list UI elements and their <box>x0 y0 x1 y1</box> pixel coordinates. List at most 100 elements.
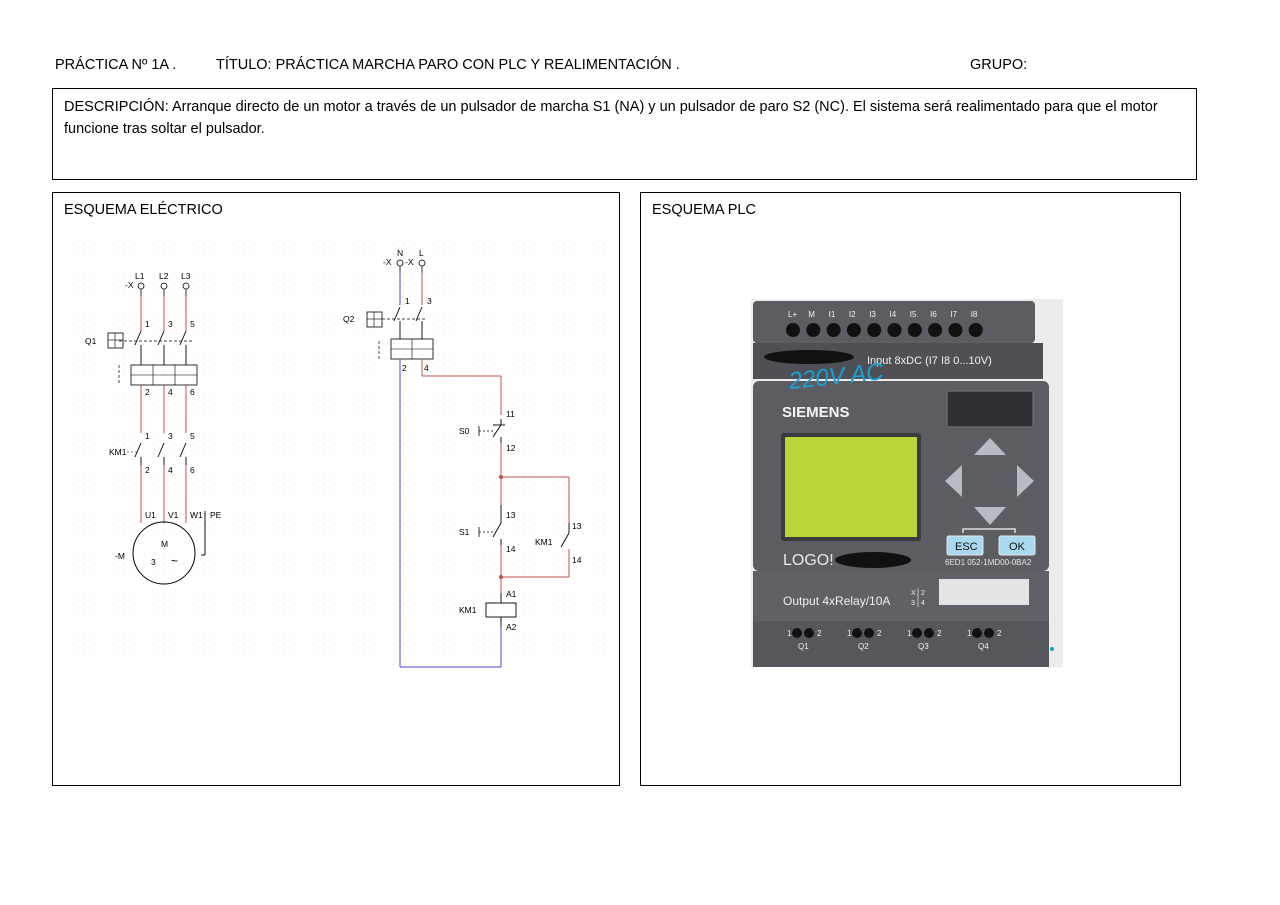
output-fraction-3: 3 <box>911 600 915 607</box>
group-label: GRUPO: <box>970 57 1028 73</box>
ok-button[interactable] <box>998 535 1036 556</box>
input-label: Input 8xDC (I7 I8 0...10V) <box>867 355 992 367</box>
s0-contact-11: 11 <box>506 409 515 419</box>
phase-label-l3: L3 <box>181 271 191 281</box>
km1-power-label: KM1 <box>109 447 127 457</box>
output-pin-label: 1 <box>967 629 972 638</box>
input-terminal-label: M <box>808 310 815 319</box>
input-screw-icon <box>867 323 882 337</box>
electrical-scheme-title: ESQUEMA ELÉCTRICO <box>64 202 223 218</box>
s1-contact-13: 13 <box>506 510 516 520</box>
q2-top-3: 3 <box>427 296 432 306</box>
input-terminal-label: I3 <box>869 310 876 319</box>
output-screw-icon <box>984 628 994 638</box>
input-screw-icon <box>968 323 983 337</box>
up-arrow-icon <box>974 438 1006 455</box>
input-screw-icon <box>907 323 922 337</box>
km1-hold-14: 14 <box>572 555 582 565</box>
output-terminal-label: Q4 <box>978 642 989 651</box>
km1-bottom-6: 6 <box>190 465 195 475</box>
output-fraction-4: 4 <box>921 600 925 607</box>
down-arrow-icon <box>974 507 1006 525</box>
supply-n: N <box>397 248 403 258</box>
output-screw-icon <box>852 628 862 638</box>
km1-hold-13: 13 <box>572 521 582 531</box>
output-terminal-label: Q2 <box>858 642 869 651</box>
q2-top-1: 1 <box>405 296 410 306</box>
output-pin-label: 2 <box>817 629 822 638</box>
km1-top-5: 5 <box>190 431 195 441</box>
output-label: Output 4xRelay/10A <box>783 594 890 608</box>
input-screw-icon <box>826 323 841 337</box>
ok-label: OK <box>1009 541 1026 553</box>
input-terminal-label: I7 <box>950 310 957 319</box>
motor-symbol: ~ <box>171 554 178 568</box>
phase-label-l2: L2 <box>159 271 169 281</box>
q1-bottom-4: 4 <box>168 387 173 397</box>
coil-label: KM1 <box>459 605 477 615</box>
input-terminal-label: I5 <box>910 310 917 319</box>
q1-label: Q1 <box>85 336 97 346</box>
km1-bottom-2: 2 <box>145 465 150 475</box>
output-pin-label: 2 <box>997 629 1002 638</box>
output-terminal-label: Q3 <box>918 642 929 651</box>
q1-bottom-2: 2 <box>145 387 150 397</box>
q2-bottom-2: 2 <box>402 363 407 373</box>
input-terminal-label: I4 <box>890 310 897 319</box>
output-fraction-2: 2 <box>921 590 925 597</box>
output-pin-label: 2 <box>877 629 882 638</box>
input-terminal-label: L+ <box>788 310 797 319</box>
brand-label: SIEMENS <box>782 404 850 421</box>
motor-terminal-v1: V1 <box>168 510 179 520</box>
output-screw-icon <box>804 628 814 638</box>
output-pin-label: 1 <box>787 629 792 638</box>
s0-label: S0 <box>459 426 470 436</box>
motor-letter: M <box>161 539 168 549</box>
description-box: DESCRIPCIÓN: Arranque directo de un moto… <box>52 88 1197 180</box>
esc-label: ESC <box>955 541 978 553</box>
output-fraction-x: X <box>911 590 916 597</box>
km1-hold-label: KM1 <box>535 537 553 547</box>
output-pin-label: 1 <box>907 629 912 638</box>
esc-button[interactable] <box>946 535 984 556</box>
coil-a2: A2 <box>506 622 517 632</box>
output-screw-icon <box>792 628 802 638</box>
practice-number: PRÁCTICA Nº 1A . <box>55 57 177 73</box>
input-terminal-label: I2 <box>849 310 856 319</box>
input-screw-icon <box>806 323 821 337</box>
supply-l: L <box>419 248 424 258</box>
q1-top-1: 1 <box>145 319 150 329</box>
input-screw-icon <box>846 323 861 337</box>
output-screw-icon <box>912 628 922 638</box>
output-pin-label: 1 <box>847 629 852 638</box>
input-screw-icon <box>948 323 963 337</box>
km1-bottom-4: 4 <box>168 465 173 475</box>
input-screw-icon <box>928 323 943 337</box>
input-screw-icon <box>786 323 800 337</box>
control-terminal-2: -X <box>405 257 414 267</box>
input-screw-icon <box>887 323 902 337</box>
output-screw-icon <box>924 628 934 638</box>
motor-terminal-pe: PE <box>210 510 222 520</box>
s1-label: S1 <box>459 527 470 537</box>
s0-contact-12: 12 <box>506 443 516 453</box>
q1-top-3: 3 <box>168 319 173 329</box>
logo-label: LOGO! <box>783 552 834 569</box>
output-terminal-label: Q1 <box>798 642 809 651</box>
motor-phase: 3 <box>151 557 156 567</box>
output-screw-icon <box>972 628 982 638</box>
plc-scheme-title: ESQUEMA PLC <box>652 202 756 218</box>
motor-terminal-u1: U1 <box>145 510 156 520</box>
practice-title: TÍTULO: PRÁCTICA MARCHA PARO CON PLC Y R… <box>216 57 680 73</box>
input-terminal-label: I6 <box>930 310 937 319</box>
km1-top-3: 3 <box>168 431 173 441</box>
s1-contact-14: 14 <box>506 544 516 554</box>
motor-terminal-w1: W1 <box>190 510 203 520</box>
km1-top-1: 1 <box>145 431 150 441</box>
electrical-diagram: L 1 L2 L3 -X 1 3 5 <box>69 238 605 668</box>
input-terminal-label: I1 <box>829 310 836 319</box>
right-arrow-icon <box>1017 465 1034 497</box>
model-number: 6ED1 052-1MD00-0BA2 <box>945 558 1032 567</box>
